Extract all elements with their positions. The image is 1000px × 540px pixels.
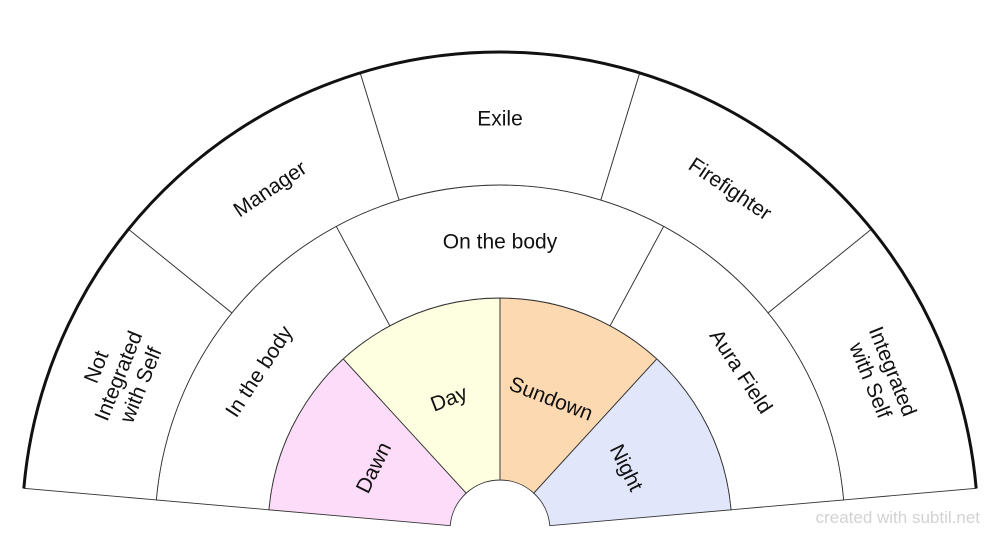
outer-ring-label: Exile — [477, 108, 523, 131]
watermark-credit: created with subtil.net — [815, 508, 980, 527]
outer-rim — [22, 50, 978, 489]
segments-layer — [22, 50, 978, 527]
middle-ring-label: On the body — [443, 231, 558, 254]
